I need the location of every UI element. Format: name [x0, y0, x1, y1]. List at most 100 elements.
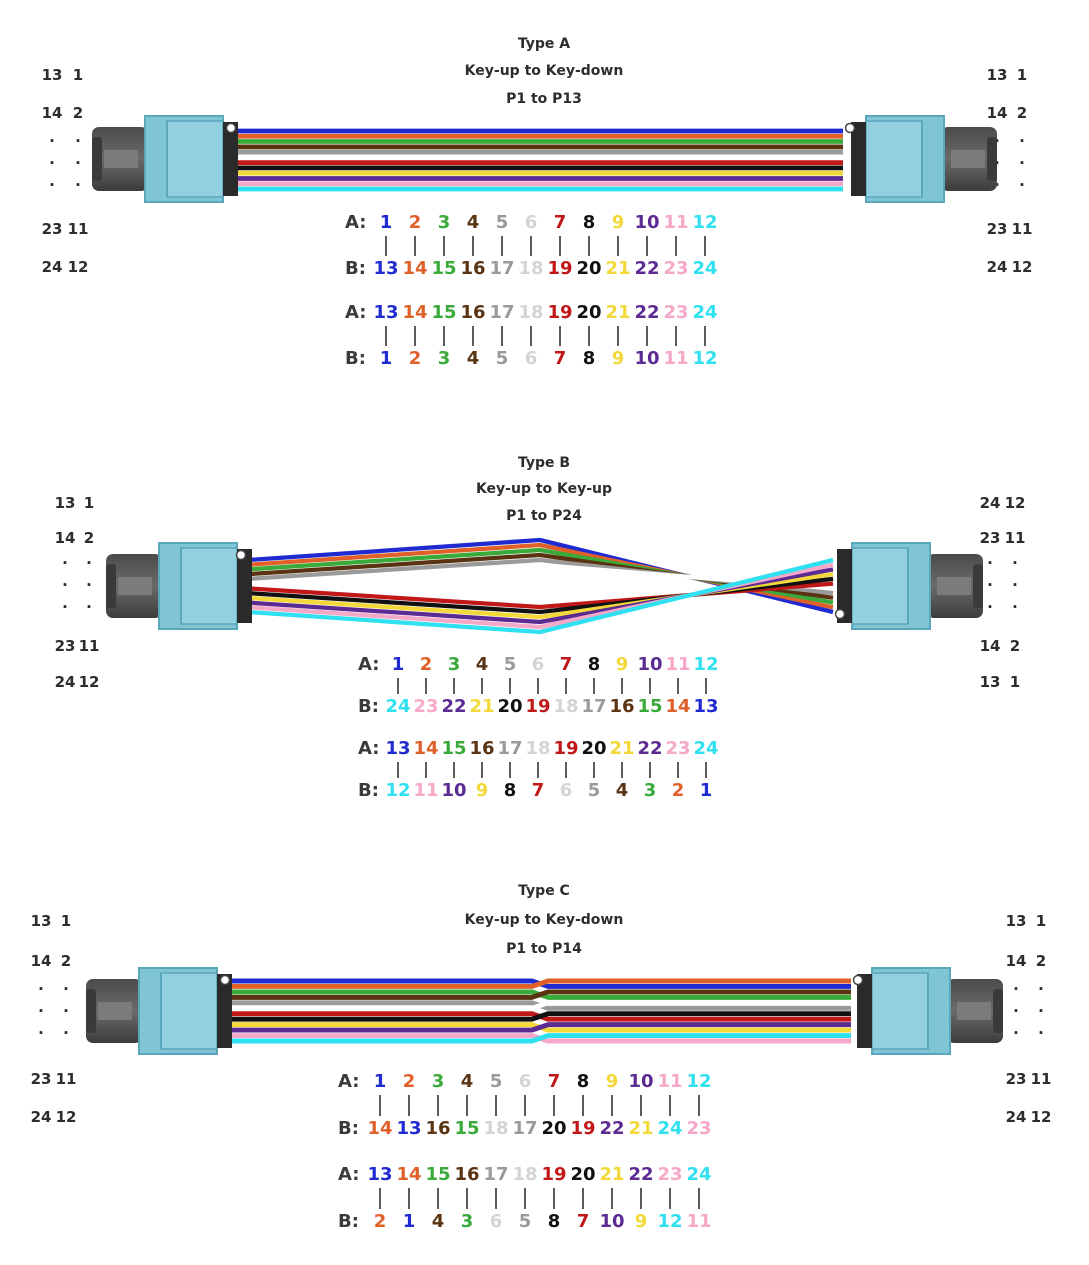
row-label-b: B: [345, 258, 366, 279]
pin-label: 23 [987, 220, 1008, 238]
fiber-number-b: 8 [548, 1211, 561, 1232]
fiber-number-a: 16 [454, 1164, 479, 1185]
fiber-number-a: 4 [476, 654, 489, 675]
mpo-connector-icon [837, 542, 983, 630]
fiber-number-a: 7 [554, 212, 567, 233]
fiber-number-a: 20 [581, 738, 606, 759]
fiber-number-b: 2 [672, 780, 685, 801]
fiber-number-b: 14 [402, 258, 427, 279]
ellipsis-dot: · [62, 554, 68, 572]
pin-label: 24 [1006, 1108, 1027, 1126]
fiber-number-b: 7 [577, 1211, 590, 1232]
pin-label: 13 [1006, 912, 1027, 930]
panel-title: Type A [518, 36, 570, 52]
fiber-number-b: 21 [605, 258, 630, 279]
fiber-number-a: 24 [693, 738, 718, 759]
fiber-number-a: 15 [431, 302, 456, 323]
row-label-b: B: [358, 696, 379, 717]
key-marker-icon [219, 974, 231, 986]
fiber-number-a: 4 [467, 212, 480, 233]
pin-label: 11 [68, 220, 89, 238]
fiber-number-b: 18 [518, 258, 543, 279]
mpo-connector-icon [106, 542, 252, 630]
fiber-bundle [247, 537, 834, 635]
fiber-number-b: 16 [425, 1118, 450, 1139]
fiber-number-a: 21 [609, 738, 634, 759]
fiber-number-b: 15 [431, 258, 456, 279]
ellipsis-dot: · [1013, 1024, 1019, 1042]
fiber-number-b: 6 [560, 780, 573, 801]
pin-label: 2 [61, 952, 71, 970]
fiber-number-b: 7 [554, 348, 567, 369]
ellipsis-dot: · [987, 598, 993, 616]
pin-label: 14 [55, 529, 76, 547]
fiber-number-a: 8 [583, 212, 596, 233]
fiber-number-b: 24 [692, 258, 717, 279]
mapping-table: A:B:132141154163176185198207211022923122… [338, 1164, 712, 1232]
ellipsis-dot: · [86, 576, 92, 594]
fiber-number-a: 18 [518, 302, 543, 323]
fiber-number-a: 24 [692, 302, 717, 323]
ellipsis-dot: · [38, 1024, 44, 1042]
fiber-number-a: 15 [425, 1164, 450, 1185]
key-marker-icon [235, 549, 247, 561]
fiber-number-a: 20 [576, 302, 601, 323]
fiber-number-b: 24 [385, 696, 410, 717]
fiber-number-b: 12 [657, 1211, 682, 1232]
ellipsis-dot: · [86, 598, 92, 616]
pin-label: 1 [61, 912, 71, 930]
row-label-a: A: [358, 738, 379, 759]
fiber-number-b: 14 [367, 1118, 392, 1139]
fiber-number-a: 18 [512, 1164, 537, 1185]
ellipsis-dot: · [1013, 1002, 1019, 1020]
fiber-number-a: 13 [385, 738, 410, 759]
pin-label: 13 [42, 66, 63, 84]
row-label-a: A: [345, 212, 366, 233]
fiber-number-a: 13 [373, 302, 398, 323]
fiber-number-b: 23 [686, 1118, 711, 1139]
ellipsis-dot: · [1019, 176, 1025, 194]
pin-label: 14 [987, 104, 1008, 122]
fiber-number-b: 17 [512, 1118, 537, 1139]
fiber-number-a: 18 [525, 738, 550, 759]
fiber-number-b: 11 [413, 780, 438, 801]
fiber-number-b: 24 [657, 1118, 682, 1139]
fiber-number-a: 1 [380, 212, 393, 233]
pin-label: 2 [84, 529, 94, 547]
pin-label: 12 [1031, 1108, 1052, 1126]
fiber-number-a: 12 [686, 1071, 711, 1092]
pin-label: 2 [1010, 637, 1020, 655]
fiber-number-b: 5 [519, 1211, 532, 1232]
ellipsis-dot: · [994, 176, 1000, 194]
pin-label: 12 [1005, 494, 1026, 512]
fiber-number-a: 22 [634, 302, 659, 323]
fiber-number-a: 19 [547, 302, 572, 323]
ellipsis-dot: · [1012, 576, 1018, 594]
fiber-number-a: 6 [519, 1071, 532, 1092]
panel-mapping: P1 to P14 [506, 941, 582, 957]
pin-label: 11 [1005, 529, 1026, 547]
ellipsis-dot: · [38, 1002, 44, 1020]
ellipsis-dot: · [49, 176, 55, 194]
panel-title: Type C [518, 883, 570, 899]
key-marker-icon [225, 122, 237, 134]
fiber-number-a: 12 [692, 212, 717, 233]
fiber-number-a: 13 [367, 1164, 392, 1185]
pin-label: 1 [1036, 912, 1046, 930]
fiber-number-a: 17 [489, 302, 514, 323]
fiber-number-b: 1 [403, 1211, 416, 1232]
panel-subtitle: Key-up to Key-down [465, 63, 624, 79]
pin-label: 12 [56, 1108, 77, 1126]
fiber-number-a: 1 [392, 654, 405, 675]
fiber-number-a: 3 [432, 1071, 445, 1092]
fiber-number-a: 5 [496, 212, 509, 233]
ellipsis-dot: · [63, 1024, 69, 1042]
fiber-number-b: 13 [373, 258, 398, 279]
ellipsis-dot: · [49, 132, 55, 150]
panel-mapping: P1 to P13 [506, 91, 582, 107]
fiber-strand-icon [232, 1033, 851, 1044]
fiber-number-b: 10 [599, 1211, 624, 1232]
